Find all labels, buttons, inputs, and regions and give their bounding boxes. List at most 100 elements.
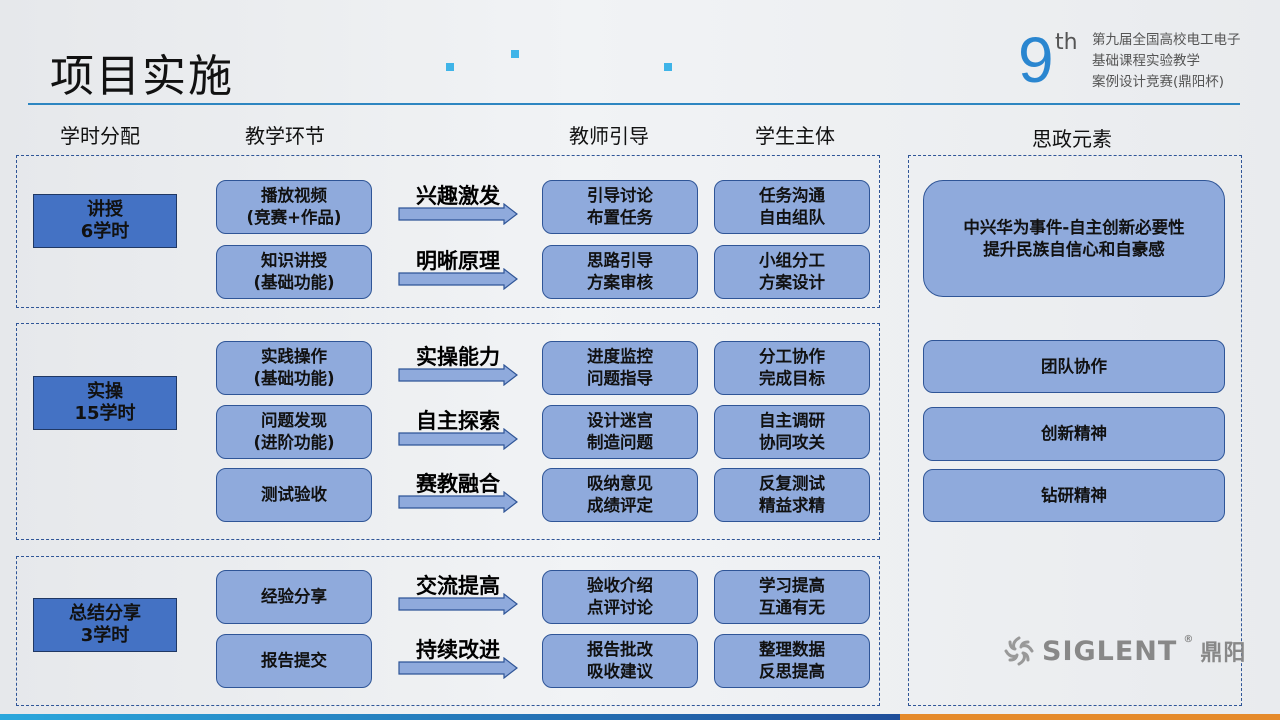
teacher-guide-line: 吸纳意见 xyxy=(587,474,653,493)
teaching-step-line: (基础功能) xyxy=(253,369,335,388)
teacher-guide: 进度监控问题指导 xyxy=(542,341,698,395)
competition-line: 第九届全国高校电工电子 xyxy=(1092,32,1241,48)
teaching-step-line: 知识讲授 xyxy=(261,251,327,270)
teacher-guide-line: 问题指导 xyxy=(587,369,653,388)
teaching-step: 知识讲授 (基础功能) xyxy=(216,245,372,299)
header-hours: 学时分配 xyxy=(60,124,140,148)
teacher-guide: 报告批改吸收建议 xyxy=(542,634,698,688)
student-activity-line: 完成目标 xyxy=(759,369,825,388)
teacher-guide-line: 布置任务 xyxy=(587,208,653,227)
teaching-step-line: 报告提交 xyxy=(261,651,327,670)
header-ideology: 思政元素 xyxy=(1032,127,1112,151)
ideology-item-line: 提升民族自信心和自豪感 xyxy=(983,239,1165,259)
ideology-item-line: 创新精神 xyxy=(1041,424,1107,443)
footer-bar-blue xyxy=(0,714,900,720)
arrow-icon xyxy=(398,268,518,290)
arrow-label: 兴趣激发 xyxy=(416,184,500,208)
title-divider xyxy=(28,103,1240,105)
section-lecture xyxy=(16,155,880,308)
teacher-guide: 吸纳意见成绩评定 xyxy=(542,468,698,522)
student-activity-line: 反思提高 xyxy=(759,662,825,681)
arrow-label: 明晰原理 xyxy=(416,249,500,273)
ideology-item-line: 团队协作 xyxy=(1041,356,1107,376)
teaching-step: 播放视频 (竞赛+作品) xyxy=(216,180,372,234)
page-title: 项目实施 xyxy=(50,51,234,102)
teacher-guide-line: 成绩评定 xyxy=(587,496,653,515)
decor-dot xyxy=(446,63,454,71)
arrow-icon xyxy=(398,657,518,679)
teaching-step: 测试验收 xyxy=(216,468,372,522)
header-teacher: 教师引导 xyxy=(569,124,649,148)
competition-line: 案例设计竞赛(鼎阳杯) xyxy=(1092,74,1225,90)
arrow-label: 自主探索 xyxy=(416,409,500,433)
student-activity: 小组分工方案设计 xyxy=(714,245,870,299)
student-activity: 整理数据反思提高 xyxy=(714,634,870,688)
header-teaching: 教学环节 xyxy=(245,124,325,148)
competition-logo-number: 9 xyxy=(1018,24,1054,96)
brand-cn: 鼎阳 xyxy=(1200,641,1247,666)
hours-box-line: 15学时 xyxy=(74,403,136,424)
arrow-label: 持续改进 xyxy=(416,638,500,662)
teacher-guide-line: 制造问题 xyxy=(587,433,653,452)
header-student: 学生主体 xyxy=(755,124,835,148)
competition-line: 基础课程实验教学 xyxy=(1092,53,1200,69)
brand-name: SIGLENT xyxy=(1042,635,1178,667)
hours-box-line: 实操 xyxy=(87,381,123,402)
teaching-step-line: (竞赛+作品) xyxy=(246,208,342,227)
teaching-step-line: 经验分享 xyxy=(261,587,327,606)
section-summary xyxy=(16,556,880,706)
teacher-guide-line: 引导讨论 xyxy=(587,186,653,205)
teaching-step: 问题发现(进阶功能) xyxy=(216,405,372,459)
ideology-item: 钻研精神 xyxy=(923,469,1225,522)
teacher-guide: 设计迷宫制造问题 xyxy=(542,405,698,459)
hours-box-line: 总结分享 xyxy=(69,603,141,624)
arrow-icon xyxy=(398,428,518,450)
section-ideology xyxy=(908,155,1242,706)
siglent-logo: SIGLENT ® 鼎阳 xyxy=(1002,634,1246,668)
competition-logo-suffix: th xyxy=(1055,30,1078,55)
ideology-item-line: 钻研精神 xyxy=(1041,485,1107,505)
teacher-guide: 思路引导方案审核 xyxy=(542,245,698,299)
teacher-guide-line: 设计迷宫 xyxy=(587,411,653,430)
student-activity-line: 反复测试 xyxy=(759,474,825,493)
hours-box-line: 3学时 xyxy=(80,625,130,646)
competition-name: 第九届全国高校电工电子 基础课程实验教学 案例设计竞赛(鼎阳杯) xyxy=(1092,30,1241,93)
arrow-icon xyxy=(398,364,518,386)
arrow-icon xyxy=(398,491,518,513)
ideology-item: 团队协作 xyxy=(923,340,1225,393)
siglent-swirl-icon xyxy=(1004,636,1034,666)
teaching-step: 经验分享 xyxy=(216,570,372,624)
student-activity-line: 精益求精 xyxy=(759,496,825,515)
decor-dot xyxy=(664,63,672,71)
registered-mark: ® xyxy=(1183,634,1195,645)
teacher-guide-line: 报告批改 xyxy=(587,640,653,659)
teacher-guide-line: 验收介绍 xyxy=(587,576,653,595)
teaching-step-line: (基础功能) xyxy=(253,273,335,292)
ideology-item: 创新精神 xyxy=(923,407,1225,461)
decor-dot xyxy=(511,50,519,58)
hours-box-line: 6学时 xyxy=(80,221,130,242)
arrow-label: 赛教融合 xyxy=(416,472,500,496)
arrow-icon xyxy=(398,593,518,615)
teacher-guide: 引导讨论布置任务 xyxy=(542,180,698,234)
student-activity: 自主调研协同攻关 xyxy=(714,405,870,459)
ideology-item-line: 中兴华为事件-自主创新必要性 xyxy=(963,217,1185,237)
student-activity-line: 分工协作 xyxy=(759,347,825,366)
student-activity-line: 自主调研 xyxy=(759,411,825,430)
student-activity: 反复测试精益求精 xyxy=(714,468,870,522)
student-activity-line: 小组分工 xyxy=(759,251,825,270)
student-activity-line: 方案设计 xyxy=(759,273,825,292)
student-activity: 任务沟通自由组队 xyxy=(714,180,870,234)
teacher-guide-line: 进度监控 xyxy=(587,347,653,366)
teacher-guide-line: 吸收建议 xyxy=(587,662,653,681)
teaching-step-line: 播放视频 xyxy=(261,186,327,205)
arrow-label: 实操能力 xyxy=(416,345,500,369)
student-activity-line: 自由组队 xyxy=(759,208,825,227)
teaching-step-line: 实践操作 xyxy=(261,347,327,366)
student-activity-line: 学习提高 xyxy=(759,576,825,595)
student-activity-line: 整理数据 xyxy=(759,640,825,659)
teaching-step-line: 测试验收 xyxy=(261,485,327,504)
